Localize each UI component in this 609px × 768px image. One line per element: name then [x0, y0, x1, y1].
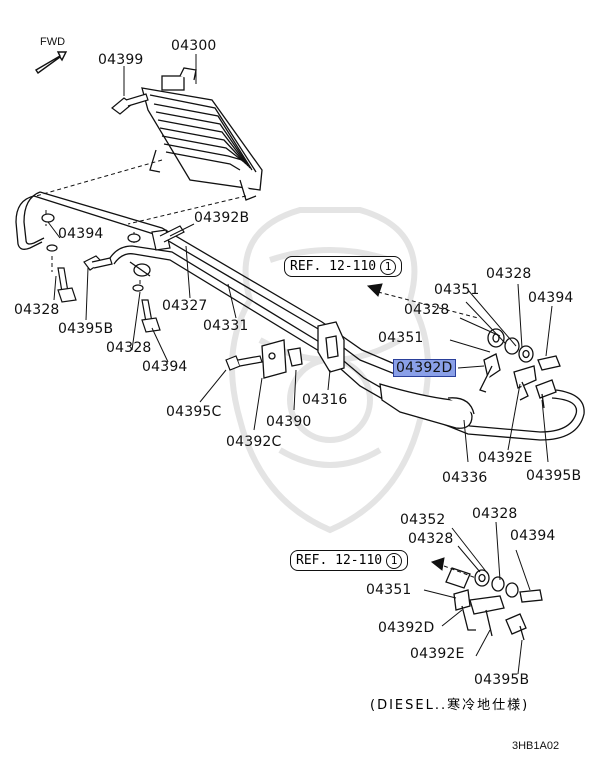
diesel-note: (DIESEL..寒冷地仕様)	[370, 698, 530, 713]
part-label-04392E-a: 04392E	[478, 450, 533, 466]
oil-cooler	[141, 67, 263, 201]
part-label-04395B-a: 04395B	[58, 321, 114, 337]
part-label-04327: 04327	[162, 298, 208, 314]
part-label-04395B-c: 04395B	[474, 672, 530, 688]
fwd-label: FWD	[40, 36, 66, 48]
part-label-04331: 04331	[203, 318, 249, 334]
bracket-04392C	[261, 339, 303, 379]
oil-hose-04336	[379, 383, 475, 429]
part-label-04352: 04352	[400, 512, 446, 528]
part-label-04392D-b: 04392D	[378, 620, 435, 636]
part-label-04328-e: 04328	[472, 506, 518, 522]
part-label-04328-c: 04328	[486, 266, 532, 282]
part-label-04392E-b: 04392E	[410, 646, 465, 662]
part-label-04399: 04399	[98, 52, 144, 68]
part-label-04336: 04336	[442, 470, 488, 486]
part-label-04351-c: 04351	[366, 582, 412, 598]
bolt-04399	[111, 93, 149, 115]
part-label-04316: 04316	[302, 392, 348, 408]
part-label-04394-b: 04394	[142, 359, 188, 375]
bolt-04395C	[225, 355, 263, 371]
part-label-04392C: 04392C	[226, 434, 282, 450]
upper-union-fittings	[479, 328, 561, 409]
part-label-04395C: 04395C	[166, 404, 222, 420]
part-label-04394-a: 04394	[58, 226, 104, 242]
part-label-04351-a: 04351	[434, 282, 480, 298]
part-label-04300: 04300	[171, 38, 217, 54]
ref-circle-upper: 1	[380, 259, 397, 275]
part-label-04394-d: 04394	[510, 528, 556, 544]
figure-code: 3HB1A02	[512, 740, 560, 752]
part-label-04328-f: 04328	[408, 531, 454, 547]
ref-circle-lower: 1	[386, 553, 403, 569]
upper-leaders	[47, 221, 553, 463]
part-label-04395B-b: 04395B	[526, 468, 582, 484]
lower-union-fittings	[445, 567, 543, 641]
part-label-04351-b: 04351	[378, 330, 424, 346]
part-label-04390: 04390	[266, 414, 312, 430]
ref-text-lower: REF. 12-110	[296, 553, 383, 568]
left-fasteners	[41, 213, 161, 333]
fwd-arrow-icon	[35, 51, 68, 74]
lower-leaders	[423, 521, 531, 675]
ref-text-upper: REF. 12-110	[290, 259, 377, 274]
part-label-04392B: 04392B	[194, 210, 250, 226]
part-label-04328-b: 04328	[106, 340, 152, 356]
part-label-04394-c: 04394	[528, 290, 574, 306]
part-label-04392D-highlighted[interactable]: 04392D	[393, 359, 456, 377]
bracket-04392B	[151, 225, 185, 251]
part-label-04328-a: 04328	[14, 302, 60, 318]
ref-arrow-lower	[430, 557, 477, 579]
clamp-04316	[317, 321, 345, 373]
ref-arrow-upper	[366, 283, 479, 319]
part-label-04328-d: 04328	[404, 302, 450, 318]
